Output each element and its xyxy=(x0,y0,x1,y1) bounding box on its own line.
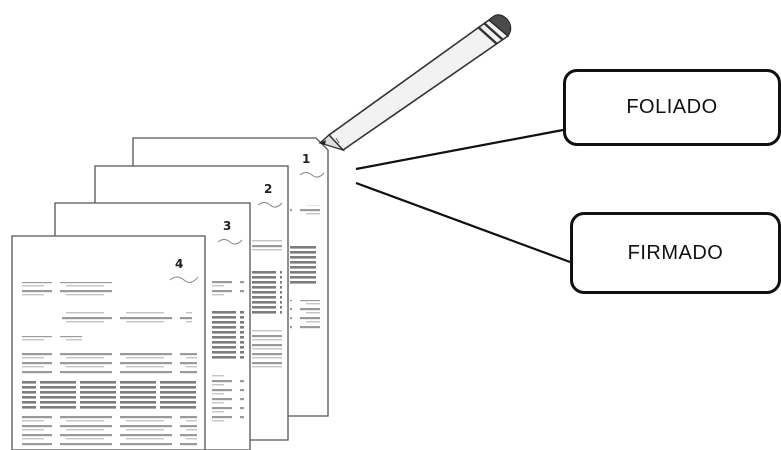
callout-firmado: FIRMADO xyxy=(570,212,781,294)
page-number-4: 4 xyxy=(175,257,183,271)
page-number-1: 1 xyxy=(302,152,310,166)
page-4 xyxy=(11,235,206,450)
pencil-icon xyxy=(318,14,512,152)
connector-foliado xyxy=(355,128,564,171)
connector-firmado xyxy=(355,181,571,264)
callout-foliado-label: FOLIADO xyxy=(626,96,718,118)
callout-firmado-label: FIRMADO xyxy=(627,241,724,264)
page-number-3: 3 xyxy=(223,219,231,233)
page-number-2: 2 xyxy=(264,182,272,196)
callout-foliado: FOLIADO xyxy=(563,69,781,146)
